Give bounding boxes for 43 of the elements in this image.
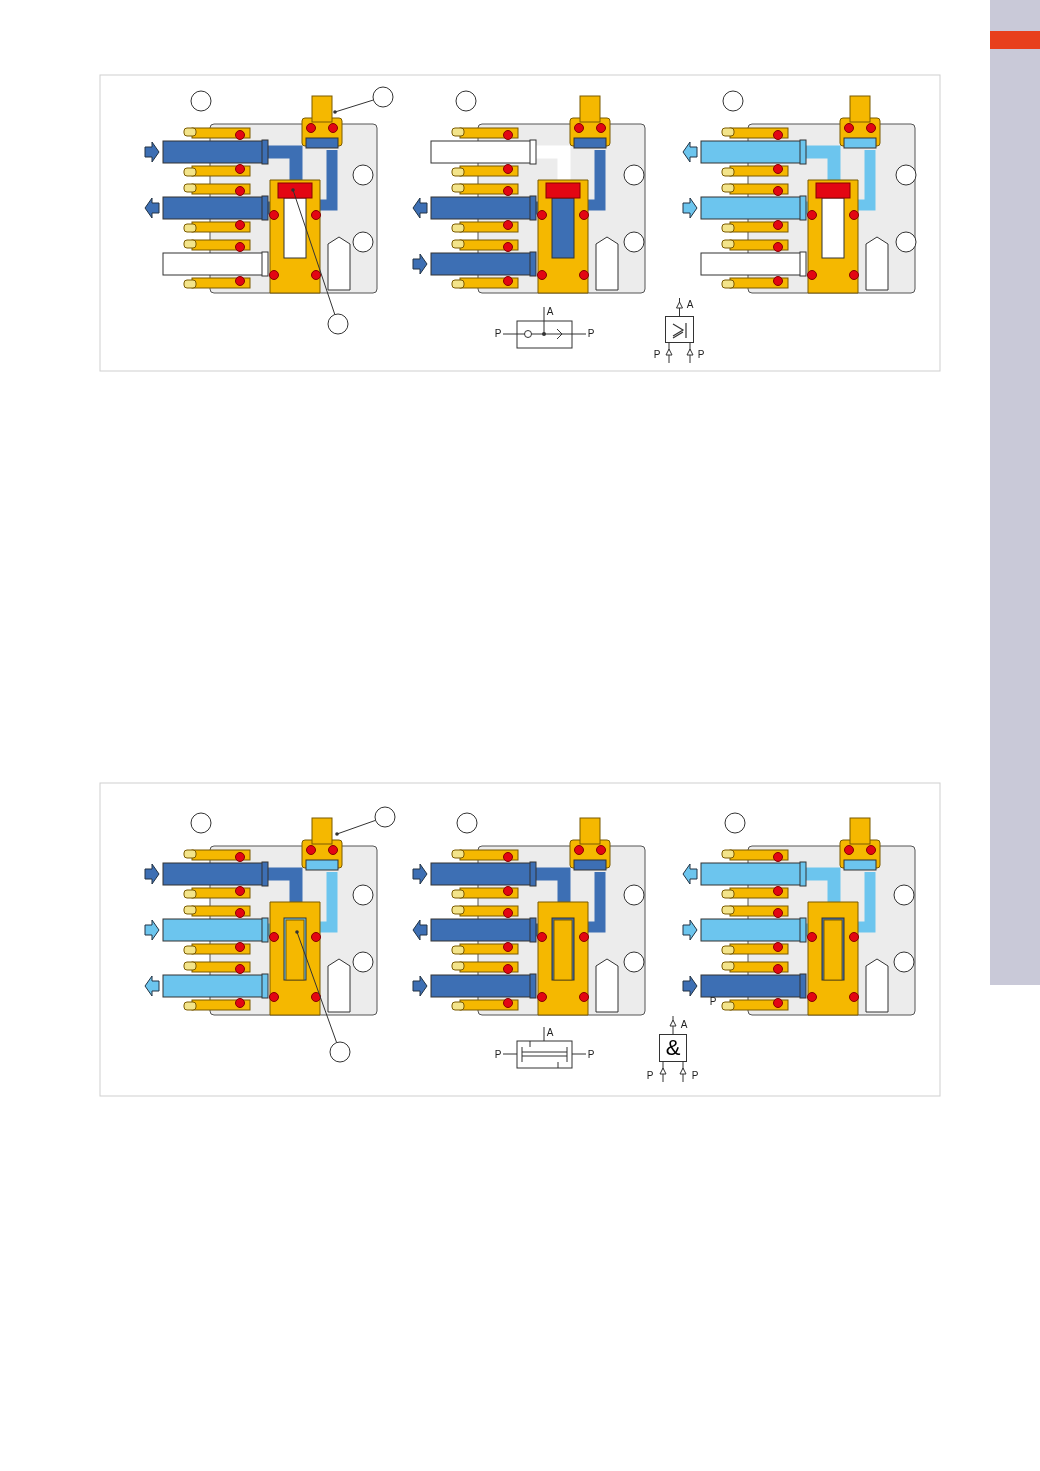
callout-circle [623, 884, 645, 906]
callout-circle [893, 951, 915, 973]
callout-circle [190, 812, 212, 834]
port-label: P [587, 1048, 595, 1060]
port-label: P [709, 995, 717, 1007]
callout-circle [456, 812, 478, 834]
port-label: P [494, 327, 502, 339]
valve-spool [285, 919, 305, 981]
port-label: P [587, 327, 595, 339]
callout-circle [352, 951, 374, 973]
logic-symbol-box [665, 316, 694, 343]
callout-circle [722, 90, 744, 112]
callout-circle [623, 951, 645, 973]
logic-symbol-box [659, 1034, 687, 1062]
port-label: P [646, 1069, 654, 1081]
callout-circle [623, 231, 645, 253]
callout-circle [190, 90, 212, 112]
callout-circle [329, 1041, 351, 1063]
callout-circle [374, 806, 396, 828]
port-label: P [697, 348, 705, 360]
logic-symbol-text: & [665, 1035, 681, 1061]
leader-line [295, 930, 338, 1044]
callout-circle [455, 90, 477, 112]
callout-circle [352, 164, 374, 186]
leader-line [333, 99, 374, 114]
callout-circle [327, 313, 349, 335]
port-label: A [546, 305, 554, 317]
valve-cap [301, 95, 343, 149]
callout-circle [623, 164, 645, 186]
callout-circle [352, 231, 374, 253]
callout-circle [895, 231, 917, 253]
callout-circle [724, 812, 746, 834]
leader-line [335, 819, 377, 836]
port-label: A [546, 1026, 554, 1038]
callout-circle [352, 884, 374, 906]
port-label: P [494, 1048, 502, 1060]
port-label: P [653, 348, 661, 360]
callout-circle [893, 884, 915, 906]
valve-cap [301, 817, 343, 871]
callout-circle [895, 164, 917, 186]
valve-piston [277, 182, 313, 199]
port-label: P [691, 1069, 699, 1081]
callout-circle [372, 86, 394, 108]
